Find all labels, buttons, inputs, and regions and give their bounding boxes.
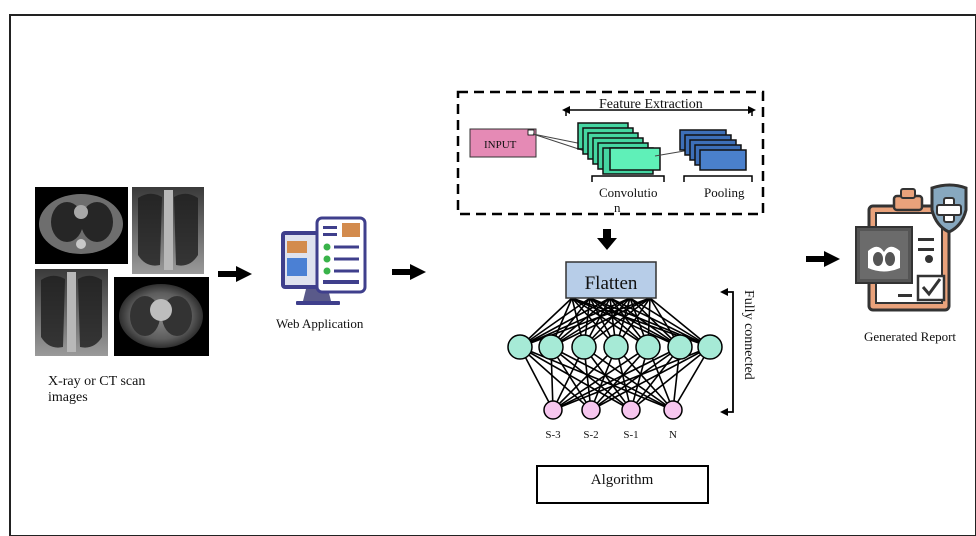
convolution-stack bbox=[577, 122, 661, 175]
hidden-node-7 bbox=[697, 334, 723, 360]
fully-connected-bracket bbox=[727, 291, 734, 413]
hidden-node-6 bbox=[667, 334, 693, 360]
edge-hidden-output bbox=[590, 346, 711, 411]
hidden-node-4 bbox=[603, 334, 629, 360]
edge-flatten-hidden bbox=[550, 297, 631, 348]
edge-hidden-output bbox=[583, 346, 674, 411]
fully-connected-network: Flatten S-3 S-2 S-1 N Fully connected bbox=[507, 261, 756, 441]
pooling-stack bbox=[679, 129, 747, 171]
arrow-scans-to-webapp bbox=[218, 266, 252, 282]
network-edges bbox=[519, 297, 711, 411]
output-label-2: S-2 bbox=[583, 429, 598, 441]
edge-flatten-hidden bbox=[550, 297, 611, 348]
output-node-1 bbox=[543, 400, 563, 420]
web-application-icon bbox=[281, 216, 367, 305]
hidden-node-1 bbox=[507, 334, 533, 360]
convolution-label-line1: Convolutio bbox=[599, 185, 658, 200]
feature-extraction-bracket bbox=[565, 109, 753, 116]
generated-report-icon bbox=[855, 183, 968, 312]
edge-hidden-output bbox=[550, 346, 674, 411]
edge-hidden-output bbox=[552, 346, 617, 411]
edge-flatten-hidden bbox=[550, 297, 651, 348]
convolution-label-line2: n bbox=[614, 200, 621, 215]
xray-image-1 bbox=[132, 187, 204, 274]
edge-hidden-output bbox=[615, 346, 674, 411]
output-node-2 bbox=[581, 400, 601, 420]
arrow-model-to-report bbox=[806, 251, 840, 267]
output-label-4: N bbox=[669, 429, 677, 441]
edge-hidden-output bbox=[590, 346, 649, 411]
edge-flatten-hidden bbox=[519, 297, 591, 348]
scan-caption-line2: images bbox=[48, 390, 88, 405]
algorithm-box bbox=[536, 465, 709, 504]
output-labels: S-3 S-2 S-1 N bbox=[545, 429, 677, 441]
edge-hidden-output bbox=[583, 346, 632, 411]
edge-flatten-hidden bbox=[583, 297, 651, 348]
input-layer-label: INPUT bbox=[484, 139, 517, 151]
scan-caption-line1: X-ray or CT scan bbox=[48, 374, 145, 389]
output-layer bbox=[543, 400, 683, 420]
feature-extraction-panel: Feature Extraction INPUT bbox=[456, 90, 765, 216]
arrow-webapp-to-model bbox=[392, 264, 426, 280]
output-label-1: S-3 bbox=[545, 429, 561, 441]
edge-hidden-output bbox=[552, 346, 649, 411]
edge-hidden-output bbox=[590, 346, 681, 411]
hidden-node-3 bbox=[571, 334, 597, 360]
edge-flatten-hidden bbox=[629, 297, 711, 348]
generated-report-label: Generated Report bbox=[864, 329, 956, 344]
ct-scan-image-2 bbox=[114, 277, 209, 356]
edge-flatten-hidden bbox=[519, 297, 611, 348]
edge-hidden-output bbox=[630, 346, 681, 411]
output-node-3 bbox=[621, 400, 641, 420]
input-layer-block: INPUT bbox=[469, 128, 537, 158]
hidden-layer bbox=[507, 334, 723, 360]
outer-frame bbox=[9, 14, 976, 536]
edge-hidden-output bbox=[552, 346, 681, 411]
edge-flatten-hidden bbox=[519, 297, 631, 348]
hidden-node-5 bbox=[635, 334, 661, 360]
ct-scan-image-1 bbox=[35, 187, 128, 264]
edge-flatten-hidden bbox=[571, 297, 681, 348]
output-label-3: S-1 bbox=[623, 429, 638, 441]
edge-hidden-output bbox=[630, 346, 711, 411]
flatten-label: Flatten bbox=[585, 273, 638, 294]
scan-images-group: X-ray or CT scan images bbox=[35, 187, 209, 405]
edge-flatten-hidden bbox=[571, 297, 649, 348]
web-application-label: Web Application bbox=[276, 316, 364, 331]
pooling-label: Pooling bbox=[704, 185, 745, 200]
flatten-layer-box bbox=[565, 261, 657, 299]
algorithm-label: Algorithm bbox=[591, 472, 654, 488]
output-node-4 bbox=[663, 400, 683, 420]
arrow-down-to-flatten bbox=[597, 229, 617, 250]
feature-extraction-title: Feature Extraction bbox=[599, 97, 703, 112]
edge-flatten-hidden bbox=[649, 297, 711, 348]
fully-connected-label: Fully connected bbox=[741, 290, 756, 380]
hidden-node-2 bbox=[538, 334, 564, 360]
xray-image-2 bbox=[35, 269, 108, 356]
edge-hidden-output bbox=[550, 346, 632, 411]
